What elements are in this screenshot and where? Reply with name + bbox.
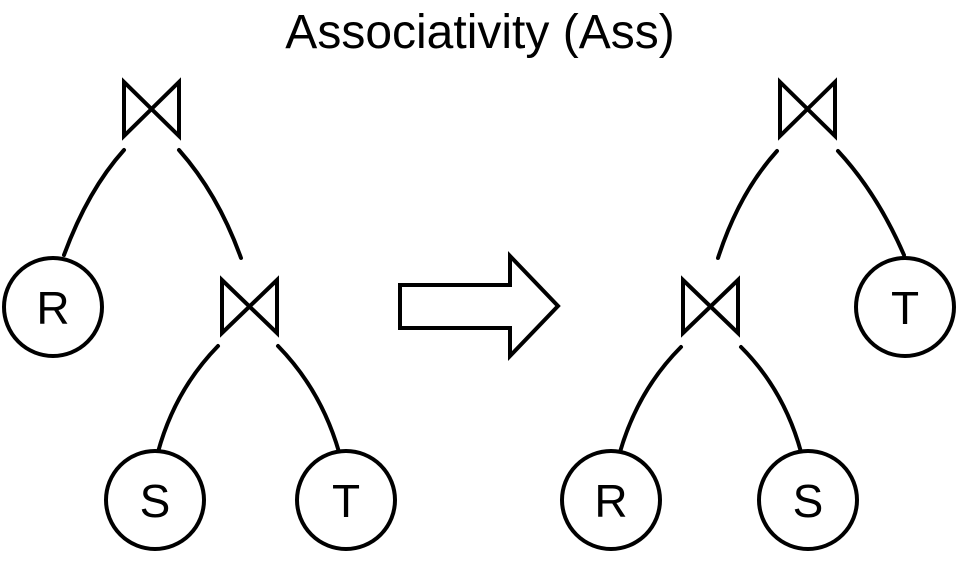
right-node-t-label: T — [891, 282, 919, 334]
left-tree: R S T — [2, 77, 397, 551]
left-node-r-label: R — [36, 282, 69, 334]
left-edge-root-to-r — [62, 148, 126, 257]
right-node-s-label: S — [793, 475, 824, 527]
diagram-title: Associativity (Ass) — [285, 6, 674, 59]
right-node-r-label: R — [594, 475, 627, 527]
right-edge-inner-to-s — [739, 345, 803, 454]
right-edge-root-to-t — [836, 149, 906, 257]
left-node-t: T — [295, 449, 397, 551]
left-edge-inner-to-t — [276, 344, 341, 454]
right-inner-join-icon — [681, 275, 740, 338]
left-node-s: S — [104, 449, 206, 551]
left-edge-inner-to-s — [156, 344, 220, 454]
right-node-r: R — [560, 449, 662, 551]
right-tree: T R S — [560, 77, 956, 551]
left-edge-root-to-inner — [177, 148, 243, 260]
left-root-join-icon — [122, 77, 181, 141]
right-node-t: T — [854, 256, 956, 358]
right-root-join-icon — [778, 77, 837, 141]
left-node-s-label: S — [140, 475, 171, 527]
left-inner-join-icon — [220, 275, 279, 338]
right-node-s: S — [757, 449, 859, 551]
right-edge-root-to-inner — [716, 149, 779, 260]
right-edge-inner-to-r — [618, 345, 683, 454]
left-node-r: R — [2, 256, 104, 358]
left-node-t-label: T — [332, 475, 360, 527]
block-arrow-right-icon — [398, 251, 561, 361]
